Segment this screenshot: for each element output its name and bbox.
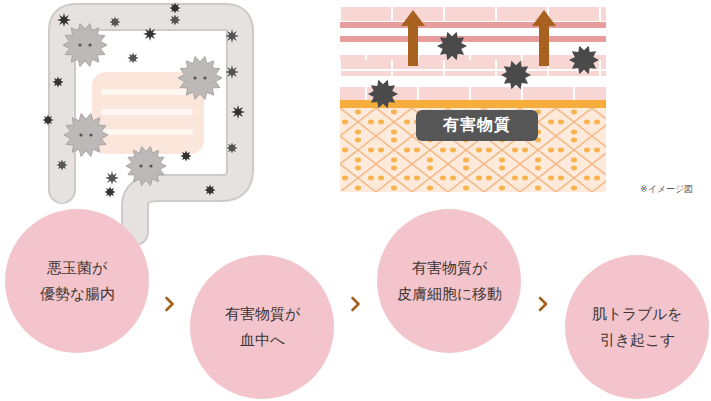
circle-fill (565, 255, 709, 399)
germ-eye (139, 164, 142, 167)
small-germ (205, 185, 216, 196)
germ (64, 114, 108, 157)
upward-arrows (401, 10, 556, 66)
germ-eye (203, 76, 206, 79)
step-text: 有害物質が 血中へ (225, 301, 300, 354)
small-germ (57, 160, 68, 171)
germ-eye (149, 164, 152, 167)
small-germ (105, 187, 116, 198)
small-germ (53, 77, 64, 88)
circle-shape (377, 209, 521, 353)
circle-fill (5, 209, 149, 353)
small-germ (227, 143, 238, 154)
germ-eye (89, 133, 92, 136)
harmful-particle (368, 80, 398, 109)
label-text: 有害物質 (443, 115, 511, 136)
small-germ (43, 115, 54, 126)
small-germ (143, 27, 157, 41)
label-box: 有害物質 (416, 110, 538, 141)
germ-eye (79, 133, 82, 136)
note-label: ※イメージ図 (640, 183, 693, 196)
step-circle: 悪玉菌が 優勢な腸内 (5, 209, 149, 353)
small-germ (231, 105, 245, 119)
circle-shape (5, 209, 149, 353)
germ-eye (78, 43, 81, 46)
skin-layers (340, 6, 606, 192)
step-text: 悪玉菌が 優勢な腸内 (40, 255, 115, 308)
small-germ (128, 53, 139, 64)
germ-eye (193, 76, 196, 79)
small-germ (181, 151, 192, 162)
harmful-particle (569, 46, 599, 75)
step-circle: 肌トラブルを 引き起こす (565, 255, 709, 399)
circle-fill (190, 255, 334, 399)
harmful-particle (437, 32, 467, 61)
intestine (62, 17, 240, 232)
circle-shape (565, 255, 709, 399)
step-text: 肌トラブルを 引き起こす (592, 301, 682, 354)
small-germ (225, 29, 239, 43)
step-arrow (540, 298, 546, 310)
harmful-particles (368, 32, 599, 109)
germs (43, 3, 246, 198)
small-germ (170, 15, 181, 26)
small-germ (225, 65, 239, 79)
small-germ (57, 13, 71, 27)
small-germ (170, 3, 181, 14)
germ-eye (88, 43, 91, 46)
step-circle: 有害物質が 皮膚細胞に移動 (377, 209, 521, 353)
circle-shape (190, 255, 334, 399)
germ (178, 57, 222, 100)
small-germ (110, 17, 121, 28)
step-text: 有害物質が 皮膚細胞に移動 (397, 255, 502, 308)
germ (126, 147, 166, 186)
circle-fill (377, 209, 521, 353)
step-arrow (353, 298, 359, 310)
box-fill (416, 110, 538, 141)
step-arrow (167, 298, 173, 310)
step-circle: 有害物質が 血中へ (190, 255, 334, 399)
small-germ (105, 171, 119, 185)
harmful-particle (501, 61, 531, 90)
germ (63, 24, 107, 67)
